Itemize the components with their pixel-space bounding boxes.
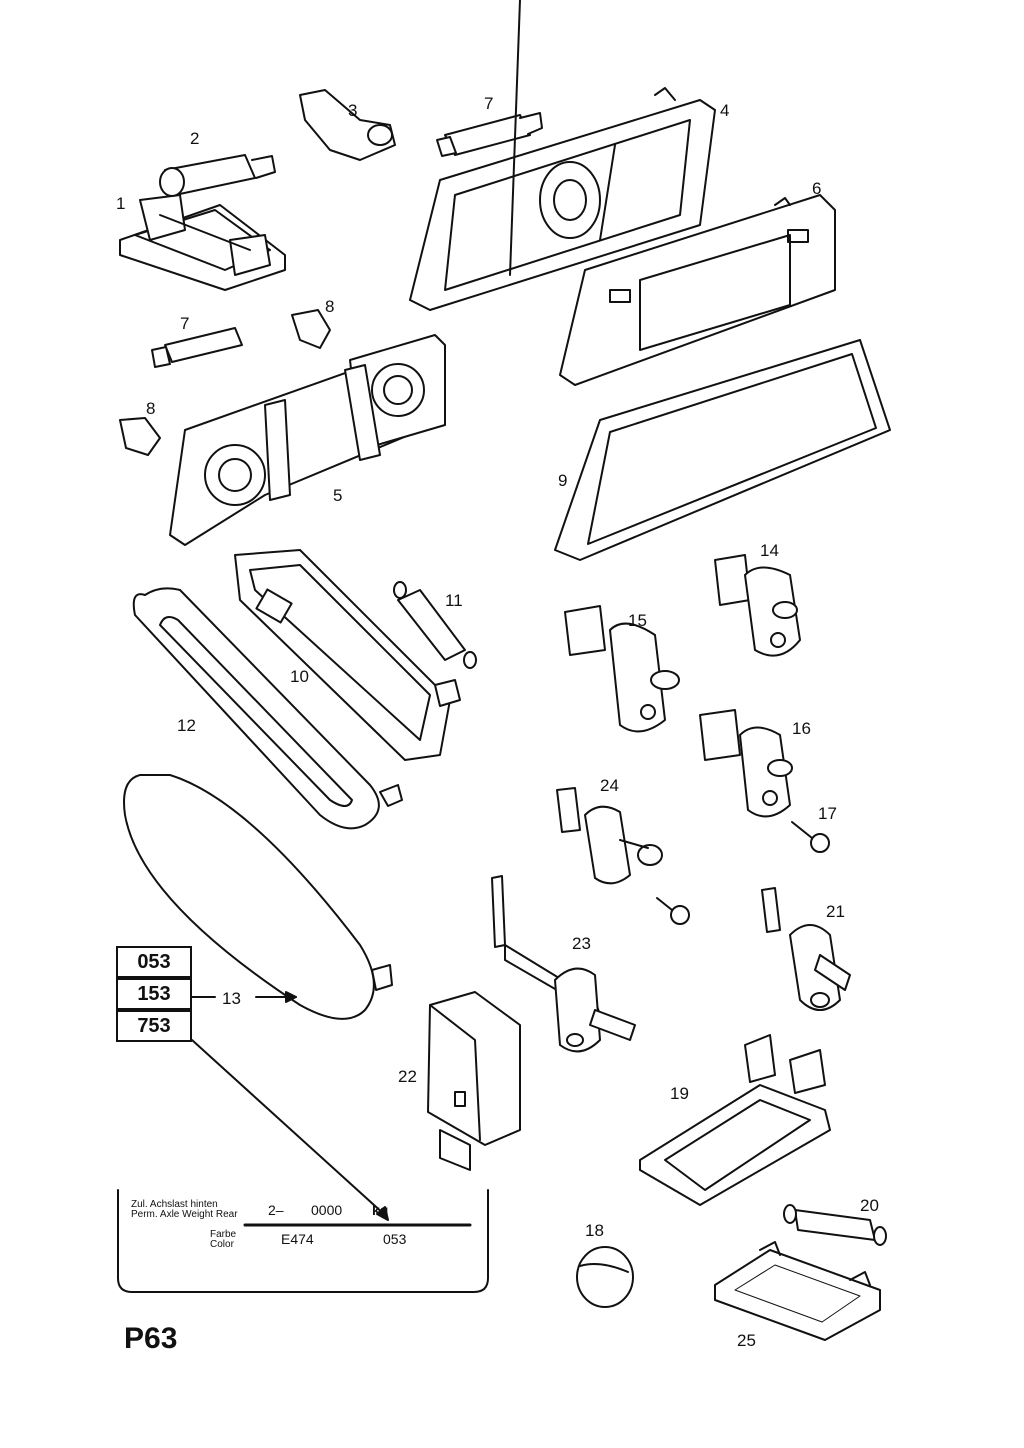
screw — [656, 897, 690, 925]
callout-21: 21 — [826, 902, 845, 921]
part-8-bulb-lower — [119, 417, 161, 456]
part-16-door-switch — [699, 709, 793, 818]
part-5-lamp-housing — [169, 334, 446, 546]
plate-weight-unit: kg — [372, 1202, 389, 1218]
part-10-light-bar — [234, 549, 461, 761]
callout-22: 22 — [398, 1067, 417, 1086]
code-box-153: 153 — [116, 978, 192, 1010]
callout-14: 14 — [760, 541, 779, 560]
part-9-gasket — [554, 339, 891, 561]
plate-line1-en: Perm. Axle Weight Rear — [131, 1209, 238, 1220]
callout-10: 10 — [290, 667, 309, 686]
plate-line1-de: Zul. Achslast hinten — [131, 1199, 218, 1210]
part-12-trim-ring — [132, 587, 403, 830]
plate-line2-de: Farbe — [210, 1229, 237, 1240]
part-8-bulb-upper — [291, 309, 331, 349]
callout-18: 18 — [585, 1221, 604, 1240]
part-25-lens — [714, 1241, 881, 1341]
weight-plate: Zul. Achslast hinten Perm. Axle Weight R… — [118, 1190, 488, 1290]
part-17-screw — [791, 821, 830, 853]
callout-19: 19 — [670, 1084, 689, 1103]
callout-3: 3 — [348, 101, 358, 120]
page-code: P63 — [124, 1322, 178, 1355]
part-4-lamp-lens — [409, 0, 716, 311]
part-7-bulb-lower — [151, 327, 243, 368]
part-14-door-switch — [714, 554, 801, 657]
part-22-relay — [427, 991, 521, 1171]
callout-8-lower: 8 — [146, 399, 156, 418]
plate-outline — [117, 1189, 489, 1293]
arrow-plate — [191, 1039, 386, 1216]
part-13-lens-cover — [123, 774, 393, 1020]
code-box-753: 753 — [116, 1010, 192, 1042]
callout-12: 12 — [177, 716, 196, 735]
part-6-reflector — [559, 194, 836, 386]
part-7-bulb-upper — [436, 112, 543, 157]
callout-25: 25 — [737, 1331, 756, 1350]
callout-1: 1 — [116, 194, 126, 213]
part-19-lamp-housing — [639, 1034, 831, 1206]
callout-11: 11 — [445, 591, 463, 610]
callout-2: 2 — [190, 129, 200, 148]
callout-4: 4 — [720, 101, 730, 120]
callout-8-upper: 8 — [325, 297, 335, 316]
part-24-door-switch — [556, 787, 663, 885]
code-box-053: 053 — [116, 946, 192, 978]
plate-weight-value: 0000 — [311, 1202, 343, 1218]
part-1-lamp-holder — [119, 194, 286, 291]
part-11-festoon-bulb — [393, 581, 477, 669]
plate-weight-prefix: 2– — [268, 1202, 284, 1218]
callout-24: 24 — [600, 776, 619, 795]
callout-7-lower: 7 — [180, 314, 190, 333]
callout-9: 9 — [558, 471, 568, 490]
callout-5: 5 — [333, 486, 343, 505]
part-15-door-switch — [564, 605, 680, 733]
callout-15: 15 — [628, 611, 647, 630]
part-2-bulb — [159, 154, 276, 197]
callout-16: 16 — [792, 719, 811, 738]
callout-7-upper: 7 — [484, 94, 494, 113]
part-21-door-switch — [761, 887, 851, 1011]
plate-color-code: E474 — [281, 1231, 314, 1247]
plate-line2-en: Color — [210, 1239, 234, 1250]
callout-20: 20 — [860, 1196, 879, 1215]
callout-23: 23 — [572, 934, 591, 953]
part-20-bulb — [783, 1204, 887, 1246]
part-18-cap — [576, 1246, 634, 1308]
callout-13: 13 — [222, 989, 241, 1008]
callout-17: 17 — [818, 804, 837, 823]
part-23-door-switch — [491, 875, 636, 1053]
callout-6: 6 — [812, 179, 822, 198]
plate-color-value: 053 — [383, 1231, 407, 1247]
part-3-bracket — [299, 89, 396, 161]
